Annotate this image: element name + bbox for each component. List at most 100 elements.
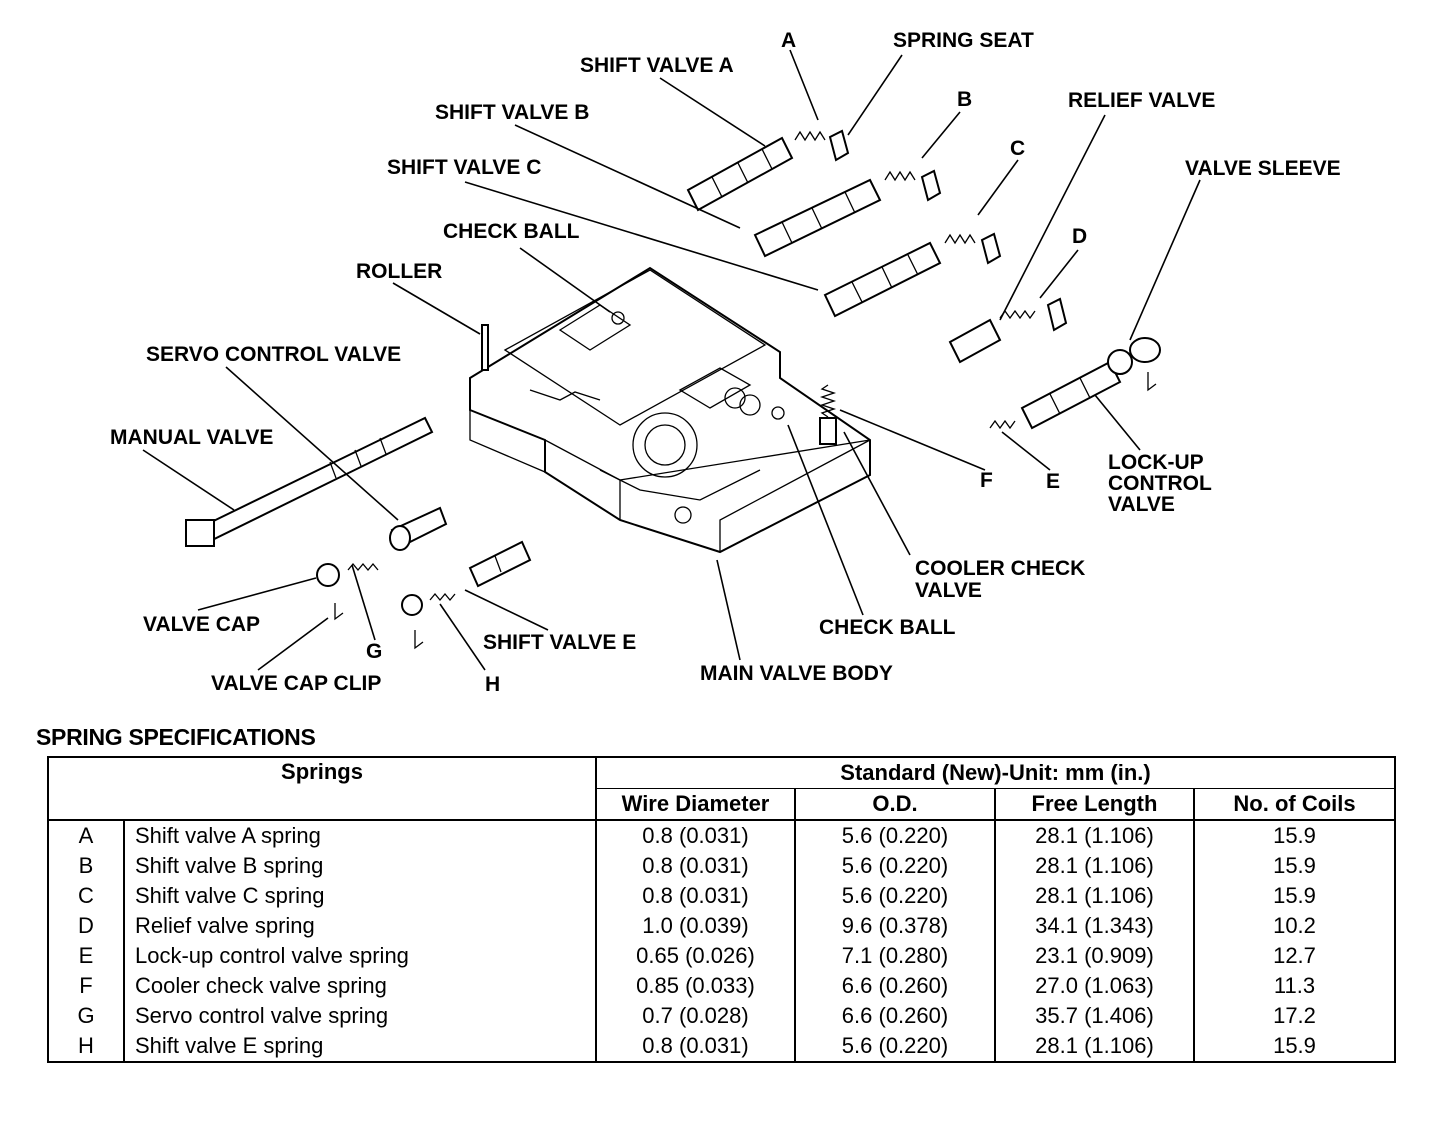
spring-name: Servo control valve spring	[124, 1001, 597, 1031]
label-check-ball-top: CHECK BALL	[443, 220, 580, 243]
header-standard: Standard (New)-Unit: mm (in.)	[596, 757, 1395, 789]
label-e: E	[1046, 470, 1060, 493]
outer-diameter: 7.1 (0.280)	[795, 941, 996, 971]
label-lockup-3: VALVE	[1108, 493, 1175, 516]
label-shift-valve-b: SHIFT VALVE B	[435, 101, 589, 124]
wire-diameter: 0.8 (0.031)	[596, 851, 796, 881]
outer-diameter: 5.6 (0.220)	[795, 881, 996, 911]
outer-diameter: 6.6 (0.260)	[795, 971, 996, 1001]
outer-diameter: 6.6 (0.260)	[795, 1001, 996, 1031]
shift-valve-a-drawing	[686, 129, 850, 212]
shift-valve-c-drawing	[823, 232, 1002, 318]
outer-diameter: 5.6 (0.220)	[795, 820, 996, 851]
label-c: C	[1010, 137, 1025, 160]
wire-diameter: 0.85 (0.033)	[596, 971, 796, 1001]
label-manual-valve: MANUAL VALVE	[110, 426, 273, 449]
spring-letter: G	[48, 1001, 125, 1031]
label-servo-control-valve: SERVO CONTROL VALVE	[146, 343, 401, 366]
spring-specifications-table: Springs Standard (New)-Unit: mm (in.) Wi…	[47, 756, 1396, 1063]
free-length: 34.1 (1.343)	[995, 911, 1195, 941]
spring-name: Shift valve B spring	[124, 851, 597, 881]
spring-name: Shift valve C spring	[124, 881, 597, 911]
label-valve-cap: VALVE CAP	[143, 613, 260, 636]
spring-name: Relief valve spring	[124, 911, 597, 941]
header-free-length: Free Length	[995, 788, 1195, 821]
free-length: 28.1 (1.106)	[995, 851, 1195, 881]
spring-letter: D	[48, 911, 125, 941]
label-g: G	[366, 640, 382, 663]
spring-letter: E	[48, 941, 125, 971]
spring-letter: F	[48, 971, 125, 1001]
label-a: A	[781, 29, 796, 52]
number-of-coils: 15.9	[1273, 853, 1316, 878]
free-length: 28.1 (1.106)	[995, 1031, 1195, 1062]
lockup-control-valve-drawing	[989, 337, 1161, 430]
table-header-row-top: Springs Standard (New)-Unit: mm (in.)	[48, 757, 1395, 821]
number-of-coils: 15.9	[1273, 1033, 1316, 1058]
callout-labels: SHIFT VALVE A A SPRING SEAT B RELIEF VAL…	[110, 29, 1341, 696]
shift-valve-b-drawing	[753, 169, 942, 258]
label-roller: ROLLER	[356, 260, 442, 283]
servo-control-valve-drawing	[389, 506, 448, 551]
outer-diameter: 9.6 (0.378)	[795, 911, 996, 941]
spring-letter: C	[48, 881, 125, 911]
spring-letter: H	[48, 1031, 125, 1062]
label-valve-cap-clip: VALVE CAP CLIP	[211, 672, 381, 695]
label-lockup-1: LOCK-UP	[1108, 451, 1204, 474]
spring-letter: B	[48, 851, 125, 881]
label-main-valve-body: MAIN VALVE BODY	[700, 662, 893, 685]
free-length: 23.1 (0.909)	[995, 941, 1195, 971]
label-cooler-2: VALVE	[915, 579, 982, 602]
label-check-ball-bottom: CHECK BALL	[819, 616, 956, 639]
label-shift-valve-a: SHIFT VALVE A	[580, 54, 734, 77]
label-spring-seat: SPRING SEAT	[893, 29, 1034, 52]
header-od: O.D.	[795, 788, 996, 821]
header-wire-diameter: Wire Diameter	[596, 788, 796, 821]
relief-valve-drawing	[948, 297, 1068, 364]
label-lockup-2: CONTROL	[1108, 472, 1212, 495]
label-cooler-1: COOLER CHECK	[915, 557, 1085, 580]
spring-specifications-title: SPRING SPECIFICATIONS	[36, 724, 316, 750]
free-length: 28.1 (1.106)	[995, 820, 1195, 851]
number-of-coils: 17.2	[1273, 1003, 1316, 1028]
leader-lines	[142, 49, 1201, 671]
label-shift-valve-e: SHIFT VALVE E	[483, 631, 636, 654]
wire-diameter: 0.7 (0.028)	[596, 1001, 796, 1031]
spring-name: Cooler check valve spring	[124, 971, 597, 1001]
label-b: B	[957, 88, 972, 111]
wire-diameter: 0.8 (0.031)	[596, 1031, 796, 1062]
spring-letter: A	[48, 820, 125, 851]
number-of-coils: 12.7	[1273, 943, 1316, 968]
label-shift-valve-c: SHIFT VALVE C	[387, 156, 541, 179]
spring-name: Shift valve A spring	[124, 820, 597, 851]
wire-diameter: 0.65 (0.026)	[596, 941, 796, 971]
wire-diameter: 0.8 (0.031)	[596, 881, 796, 911]
free-length: 27.0 (1.063)	[995, 971, 1195, 1001]
label-d: D	[1072, 225, 1087, 248]
manual-valve-drawing	[185, 416, 434, 547]
label-valve-sleeve: VALVE SLEEVE	[1185, 157, 1341, 180]
table-header-row: Wire Diameter O.D. Free Length No. of Co…	[48, 788, 1395, 821]
label-h: H	[485, 673, 500, 696]
label-relief-valve: RELIEF VALVE	[1068, 89, 1215, 112]
outer-diameter: 5.6 (0.220)	[795, 851, 996, 881]
number-of-coils: 15.9	[1273, 883, 1316, 908]
spring-name: Shift valve E spring	[124, 1031, 597, 1062]
exploded-valve-body-diagram: SHIFT VALVE A A SPRING SEAT B RELIEF VAL…	[110, 29, 1341, 696]
number-of-coils: 10.2	[1273, 913, 1316, 938]
header-springs: Springs	[48, 757, 597, 821]
free-length: 35.7 (1.406)	[995, 1001, 1195, 1031]
shift-valve-e-drawing	[401, 540, 532, 650]
number-of-coils: 11.3	[1273, 973, 1316, 998]
header-no-of-coils: No. of Coils	[1194, 788, 1395, 821]
outer-diameter: 5.6 (0.220)	[795, 1031, 996, 1062]
